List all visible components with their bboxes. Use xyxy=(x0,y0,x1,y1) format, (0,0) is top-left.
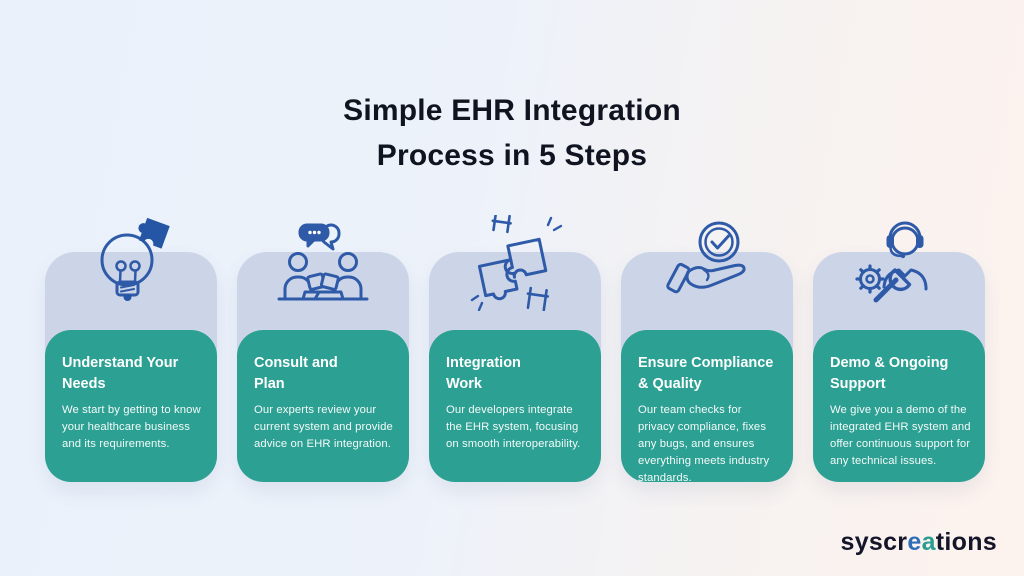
consultation-chat-icon xyxy=(273,215,373,311)
step-description: Our developers integrate the EHR system,… xyxy=(446,404,581,451)
logo-letter-a: a xyxy=(921,528,936,556)
step-card-consult-plan: Consult and Plan Our experts review your… xyxy=(237,215,409,482)
step-description: Our team checks for privacy compliance, … xyxy=(638,404,770,484)
card-text-panel: Consult and Plan Our experts review your… xyxy=(237,330,409,482)
card-text-panel: Demo & Ongoing Support We give you a dem… xyxy=(813,330,985,482)
step-title: Consult and Plan xyxy=(254,355,338,392)
step-title: Ensure Compliance & Quality xyxy=(638,355,774,392)
logo-letter-e: e xyxy=(907,528,922,556)
page-title-line-1: Simple EHR Integration xyxy=(343,94,681,127)
step-card-compliance-quality: Ensure Compliance & Quality Our team che… xyxy=(621,215,793,484)
step-description: We start by getting to know your healthc… xyxy=(62,404,201,451)
hand-check-icon xyxy=(657,215,757,311)
step-card-integration-work: Integration Work Our developers integrat… xyxy=(429,215,601,482)
card-text-panel: Integration Work Our developers integrat… xyxy=(429,330,601,482)
step-description: We give you a demo of the integrated EHR… xyxy=(830,404,971,467)
step-description: Our experts review your current system a… xyxy=(254,404,393,451)
step-title: Demo & Ongoing Support xyxy=(830,355,949,392)
steps-row: Understand Your Needs We start by gettin… xyxy=(45,215,985,484)
card-text-panel: Understand Your Needs We start by gettin… xyxy=(45,330,217,482)
step-title: Understand Your Needs xyxy=(62,355,179,392)
step-card-understand-needs: Understand Your Needs We start by gettin… xyxy=(45,215,217,482)
logo-text-part2: tions xyxy=(935,528,997,556)
card-text-panel: Ensure Compliance & Quality Our team che… xyxy=(621,330,793,484)
logo-text-part1: syscr xyxy=(840,528,908,556)
page-title: Simple EHR Integration Process in 5 Step… xyxy=(0,88,1024,178)
syscreations-logo: syscreations xyxy=(840,528,997,557)
puzzle-hands-icon xyxy=(465,215,565,311)
page-title-line-2: Process in 5 Steps xyxy=(376,139,648,172)
support-agent-icon xyxy=(849,215,949,311)
step-title: Integration Work xyxy=(446,355,521,392)
step-card-demo-support: Demo & Ongoing Support We give you a dem… xyxy=(813,215,985,482)
lightbulb-puzzle-icon xyxy=(81,215,181,311)
